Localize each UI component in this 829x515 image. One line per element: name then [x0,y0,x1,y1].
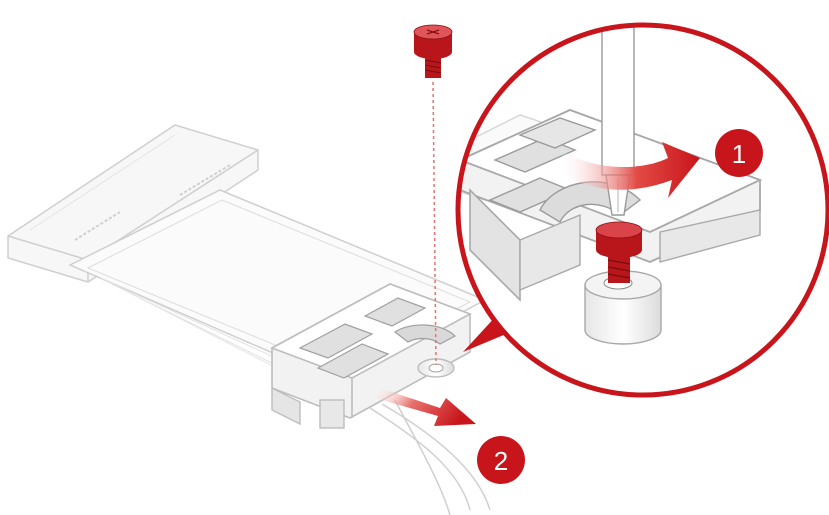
zoom-callout [455,22,829,398]
step-1-number: 1 [732,139,746,169]
antenna-cables [369,399,491,515]
screw-guide-line [432,81,437,366]
step-2-badge: 2 [477,436,525,484]
step-1-badge: 1 [715,129,763,177]
m2-retention-bracket [270,283,472,429]
slide-out-arrow [375,388,476,426]
screw [413,24,453,78]
standoff [417,358,455,378]
step-2-number: 2 [494,446,508,476]
